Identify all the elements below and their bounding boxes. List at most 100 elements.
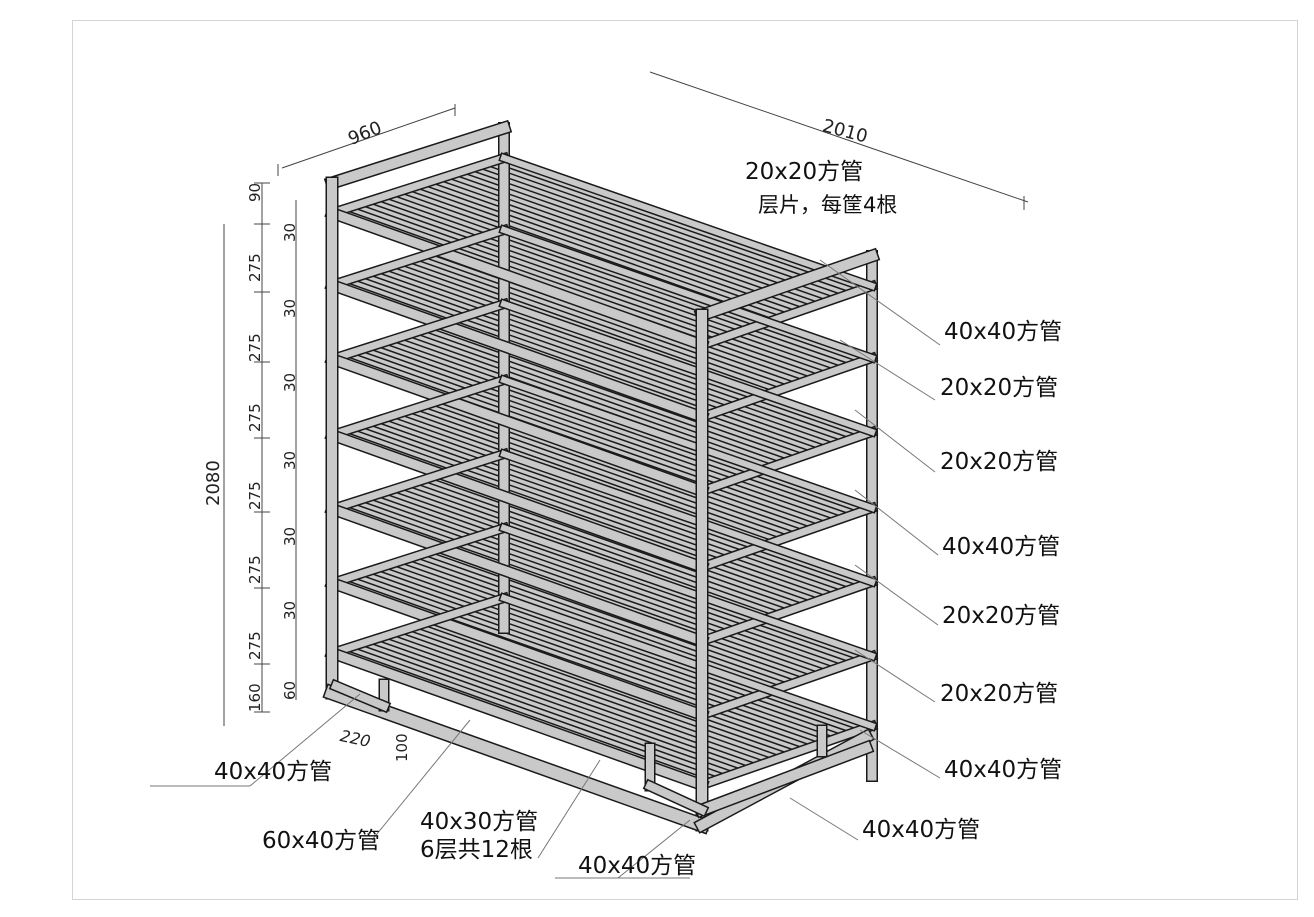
dim-base: 60 — [281, 680, 299, 700]
rail-left-4 — [327, 449, 509, 514]
callout-bottom-left: 40x40方管 — [214, 759, 333, 785]
rail-right-3 — [697, 503, 877, 572]
dim-tier-gap-3: 275 — [246, 403, 264, 432]
callout-bottom-center: 40x40方管 — [578, 853, 697, 879]
frame-tubes — [322, 119, 881, 835]
beam-back-4 — [500, 450, 876, 586]
foot-front-bottom — [644, 780, 708, 816]
beam-front-3 — [326, 429, 708, 573]
leader-6 — [859, 729, 941, 779]
slat-level5-11 — [415, 552, 790, 689]
slat-level1-21 — [493, 229, 867, 364]
beam-front-5 — [326, 577, 708, 721]
beam-back-3 — [500, 376, 876, 512]
slat-level2-21 — [493, 303, 867, 438]
slat-level0-20 — [485, 160, 860, 294]
beam-back-6 — [500, 594, 876, 730]
slat-level1-15 — [446, 244, 821, 380]
slat-level0-21 — [493, 157, 867, 292]
slat-level2-16 — [454, 316, 829, 451]
slat-level1-10 — [407, 257, 782, 393]
shelf-slats — [327, 153, 877, 790]
leader-8 — [249, 693, 361, 787]
slat-level4-12 — [423, 476, 798, 612]
slat-level5-12 — [423, 550, 798, 686]
slat-level5-17 — [462, 537, 836, 672]
slat-level2-12 — [423, 326, 798, 462]
slat-level3-21 — [493, 379, 867, 514]
rail-right-6 — [697, 721, 877, 790]
foot-left-bottom — [330, 680, 390, 712]
callout-right-6: 20x20方管 — [940, 681, 1059, 707]
callout-right-2: 20x20方管 — [940, 375, 1059, 401]
slat-level2-19 — [477, 308, 852, 443]
leader-12 — [617, 819, 691, 879]
callout-tier-beams-note: 6层共12根 — [420, 837, 533, 863]
dim-foot-height: 100 — [393, 733, 411, 762]
slat-level1-12 — [423, 252, 798, 388]
slat-level6-19 — [477, 602, 852, 737]
slat-level5-19 — [477, 532, 852, 667]
slat-level4-21 — [493, 453, 867, 588]
slat-level6-15 — [446, 612, 821, 748]
slat-level0-16 — [454, 170, 829, 305]
slat-level1-20 — [485, 232, 860, 366]
slat-level6-18 — [470, 605, 844, 740]
slat-level2-20 — [485, 306, 860, 440]
slat-level6-17 — [462, 607, 836, 742]
dim-bar-2: 30 — [281, 298, 299, 318]
rail-left-2 — [327, 299, 509, 364]
leader-2 — [854, 409, 936, 473]
leader-11 — [537, 759, 601, 859]
rail-right-0 — [697, 281, 877, 350]
dim-tier-gap-6: 275 — [246, 631, 264, 660]
dim-bar-5: 30 — [281, 526, 299, 546]
slat-level5-16 — [454, 540, 829, 675]
top-right-rail — [695, 249, 879, 322]
slat-level2-18 — [470, 311, 844, 446]
leader-4 — [854, 564, 939, 626]
slat-level4-20 — [485, 456, 860, 590]
dim-tier-gap-5: 275 — [246, 555, 264, 584]
slat-level0-18 — [470, 165, 844, 300]
rail-left-5 — [327, 523, 509, 588]
slat-level3-20 — [485, 382, 860, 516]
slat-level3-11 — [415, 404, 790, 541]
slat-level3-18 — [470, 387, 844, 522]
slat-level1-11 — [415, 254, 790, 391]
slat-level6-2 — [345, 645, 721, 783]
dim-bar-6: 30 — [281, 600, 299, 620]
rail-left-3 — [327, 375, 509, 440]
slat-level3-17 — [462, 389, 836, 524]
slat-level5-21 — [493, 527, 867, 662]
foot-right-bottom — [695, 741, 873, 817]
slat-level4-10 — [407, 481, 782, 617]
rail-right-2 — [697, 427, 877, 496]
beam-back-1 — [500, 226, 876, 362]
slat-level0-10 — [407, 185, 782, 321]
rail-left-6 — [327, 593, 509, 658]
leader-1 — [839, 339, 936, 401]
slat-level6-6 — [376, 635, 751, 772]
callout-right-5: 20x20方管 — [942, 603, 1061, 629]
slat-level2-17 — [462, 313, 836, 448]
leader-3 — [854, 489, 939, 556]
slat-level2-10 — [407, 331, 782, 467]
dim-line-0 — [281, 107, 456, 169]
callout-right-3: 20x20方管 — [940, 449, 1059, 475]
dim-bar-1: 30 — [281, 222, 299, 242]
slat-level6-21 — [493, 597, 867, 732]
beam-front-0 — [326, 207, 708, 351]
callout-leaders — [150, 259, 941, 879]
slat-level4-19 — [477, 458, 852, 593]
slat-level0-13 — [431, 177, 806, 313]
slat-level6-11 — [415, 622, 790, 759]
slat-level6-5 — [368, 637, 744, 775]
callout-top-slats: 20x20方管 — [745, 159, 864, 185]
slat-level1-17 — [462, 239, 836, 374]
callout-bottom-right: 40x40方管 — [862, 817, 981, 843]
dim-tier-gap-2: 275 — [246, 333, 264, 362]
rail-right-5 — [697, 651, 877, 720]
